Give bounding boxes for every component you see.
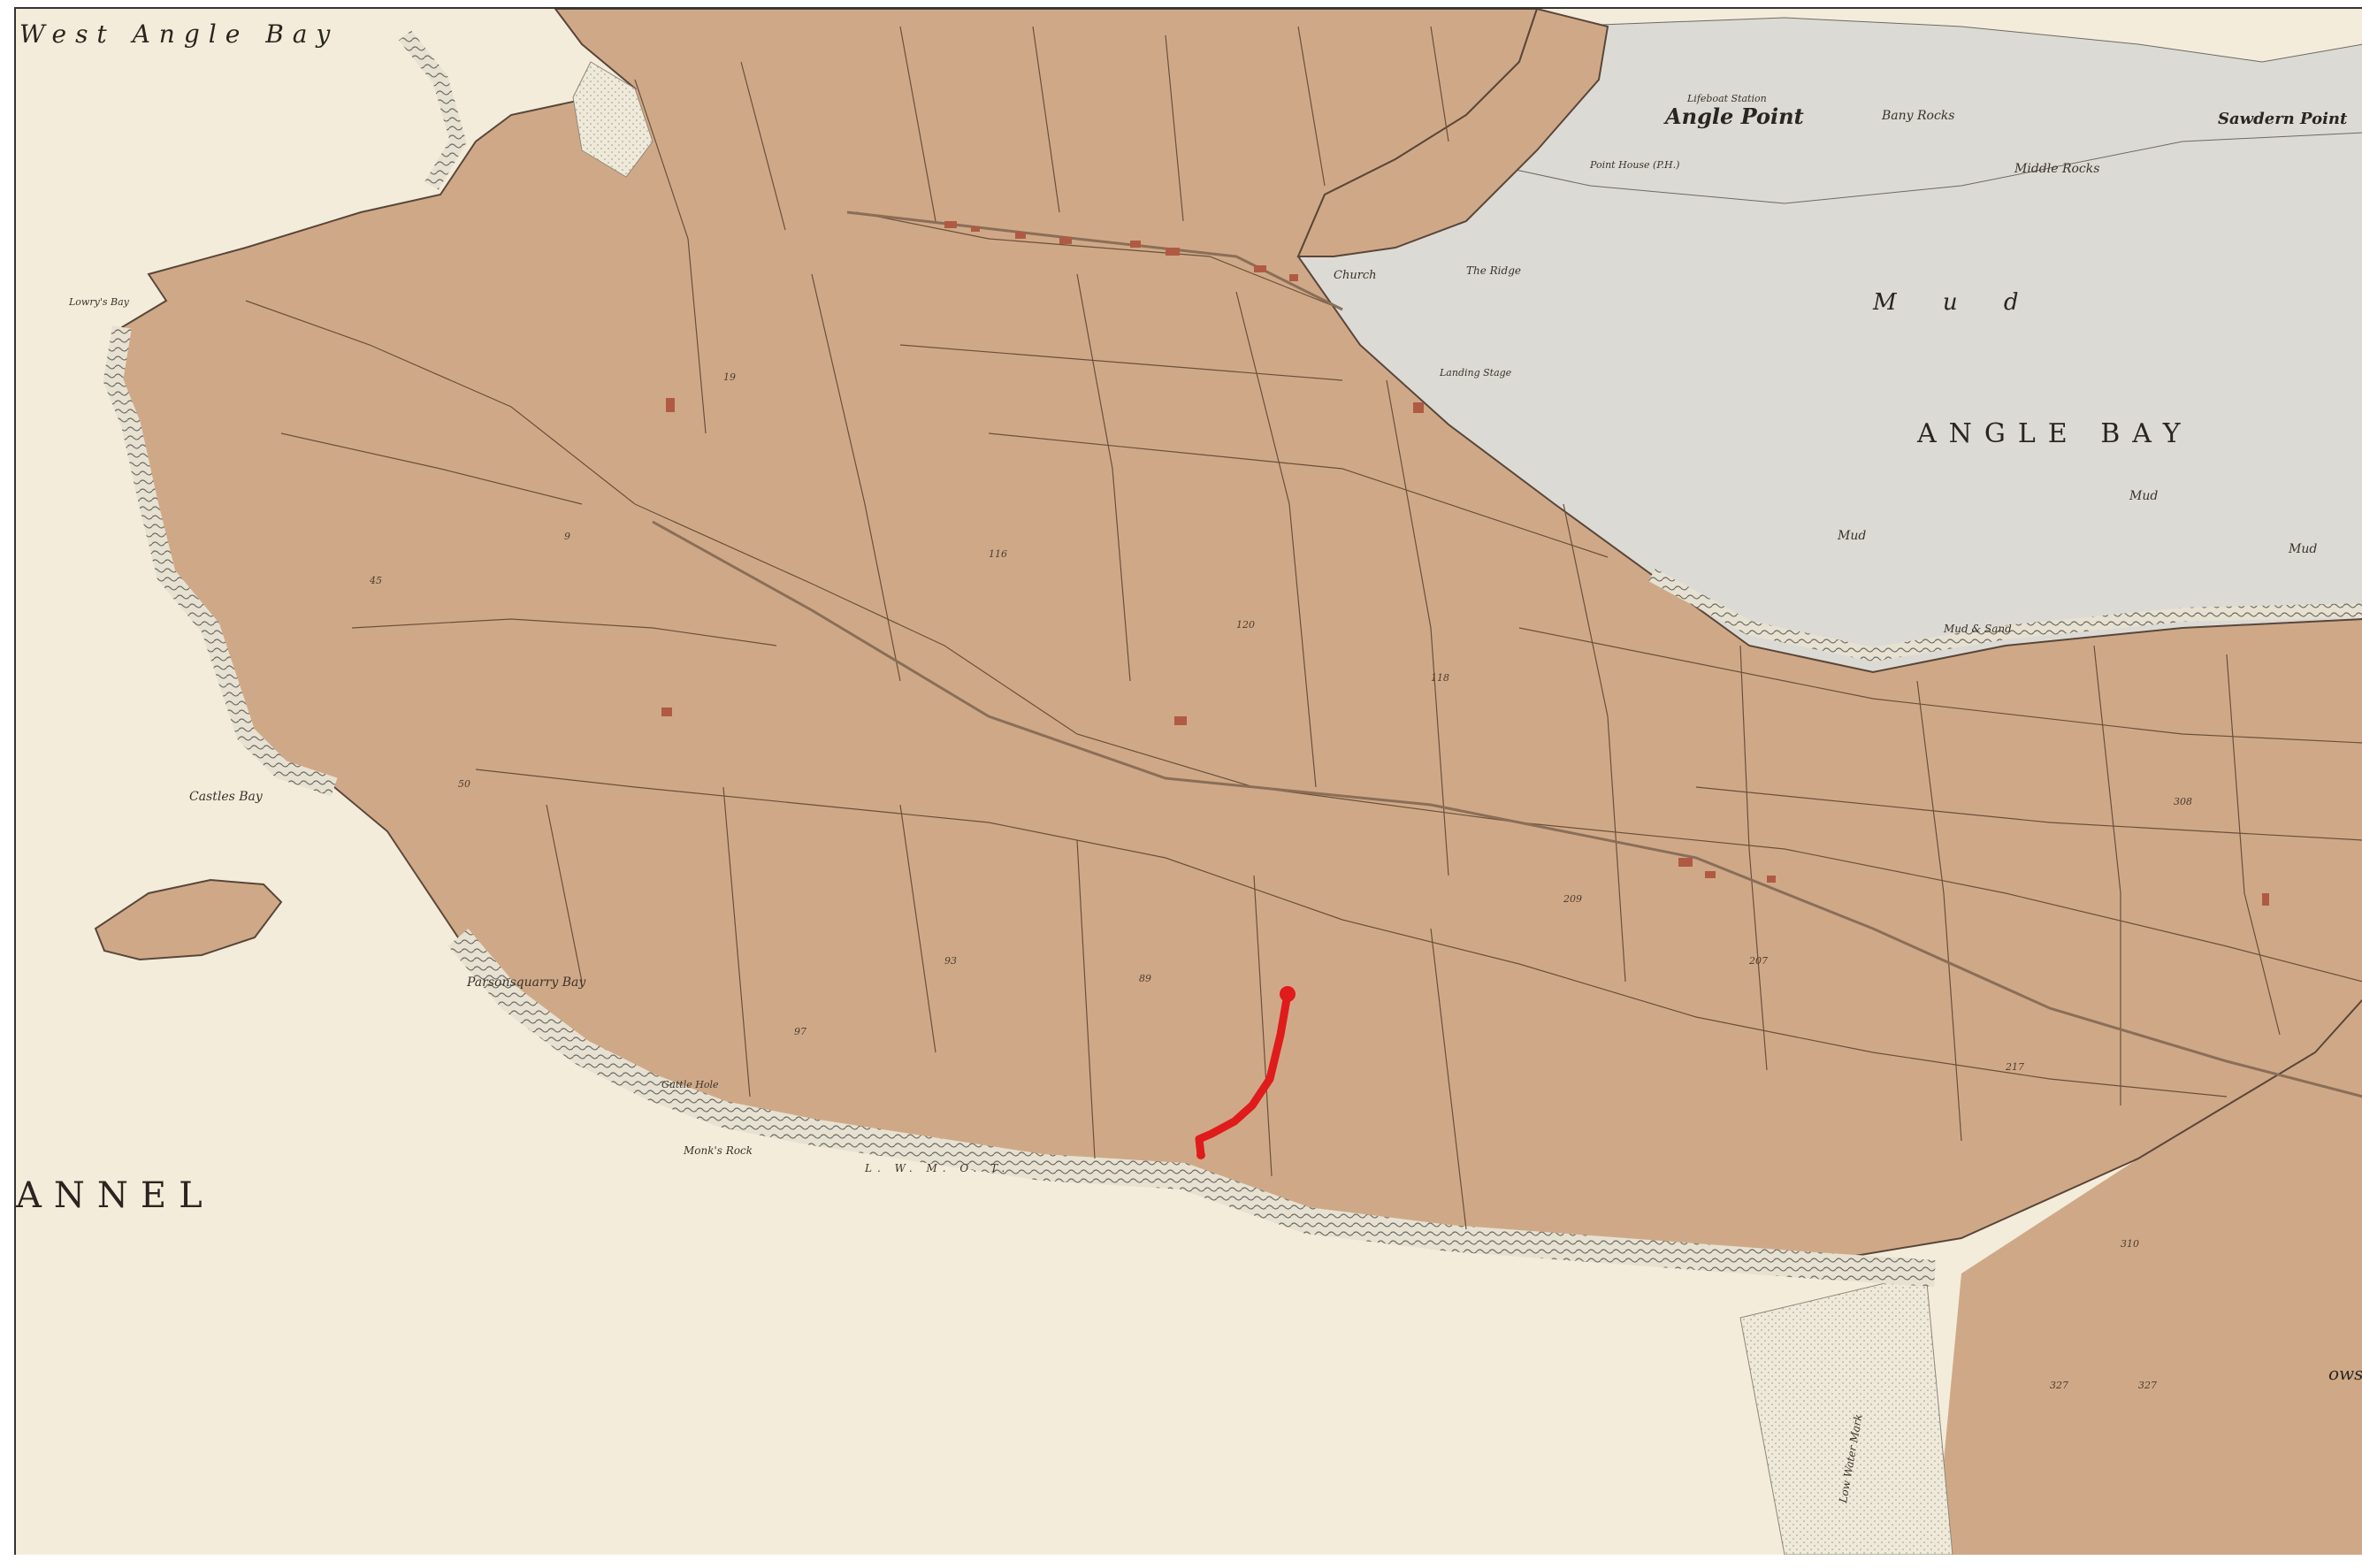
sand-bank — [1739, 1273, 1953, 1555]
label-angle-bay: ANGLE BAY — [1916, 418, 2193, 449]
thorn-island — [94, 878, 283, 961]
svg-text:327: 327 — [2138, 1380, 2157, 1391]
label-mud-1: Mud — [1837, 529, 1866, 543]
west-rocky-coast — [103, 325, 338, 797]
field-boundaries — [245, 26, 2362, 1230]
label-point-house: Point House (P.H.) — [1589, 159, 1679, 171]
label-mud-3: Mud — [2288, 542, 2317, 556]
north-rocky-coast — [398, 30, 467, 190]
label-church: Church — [1334, 269, 1377, 282]
svg-text:19: 19 — [723, 371, 736, 383]
label-lwmot: L. W. M. O. T. — [864, 1162, 1010, 1174]
label-angle-point: Angle Point — [1663, 103, 1804, 129]
svg-text:89: 89 — [1139, 973, 1151, 984]
label-mud-and-sand: Mud & Sand — [1943, 623, 2012, 635]
label-sawdern-point: Sawdern Point — [2218, 110, 2348, 128]
svg-text:97: 97 — [794, 1026, 806, 1037]
tithe-map[interactable]: 19 9 116 120 118 209 207 217 308 93 97 8… — [16, 9, 2362, 1555]
svg-text:209: 209 — [1563, 893, 1582, 905]
svg-text:45: 45 — [369, 575, 382, 586]
map-frame: 19 9 116 120 118 209 207 217 308 93 97 8… — [14, 7, 2362, 1555]
svg-text:118: 118 — [1431, 672, 1449, 684]
west-angle-bay-sand — [572, 61, 654, 178]
svg-text:217: 217 — [2005, 1061, 2024, 1073]
svg-text:308: 308 — [2174, 796, 2192, 807]
label-the-ridge: The Ridge — [1466, 264, 1521, 277]
village-street — [846, 210, 1343, 311]
label-lifeboat-station: Lifeboat Station — [1686, 93, 1767, 104]
angle-point-land — [1296, 9, 1609, 257]
label-mud-large: M u d — [1872, 289, 2038, 316]
label-west-angle-bay: West Angle Bay — [19, 19, 339, 49]
label-middle-rocks: Middle Rocks — [2014, 162, 2099, 176]
svg-text:50: 50 — [458, 778, 470, 790]
label-mud-2: Mud — [2129, 489, 2158, 503]
label-ows: ows — [2328, 1363, 2362, 1384]
main-road — [652, 520, 2362, 1098]
svg-text:93: 93 — [944, 955, 957, 967]
svg-text:116: 116 — [989, 548, 1007, 560]
label-guttle-hole: Guttle Hole — [661, 1079, 719, 1090]
svg-text:327: 327 — [2050, 1380, 2068, 1391]
parcel-numbers: 19 9 116 120 118 209 207 217 308 93 97 8… — [369, 371, 2192, 1391]
label-monks-rock: Monk's Rock — [683, 1144, 753, 1157]
south-rocky-coast — [447, 929, 1936, 1287]
svg-text:207: 207 — [1748, 955, 1768, 967]
label-landing-stage: Landing Stage — [1439, 367, 1512, 379]
label-castles-bay: Castles Bay — [189, 790, 264, 804]
village-buildings — [661, 221, 2269, 906]
label-parsonsquarry-bay: Parsonsquarry Bay — [466, 975, 586, 990]
label-bany-rocks: Bany Rocks — [1881, 109, 1955, 123]
svg-text:120: 120 — [1236, 619, 1255, 631]
route-start-marker[interactable] — [1280, 986, 1296, 1002]
southeast-land-strip — [1935, 1000, 2362, 1555]
label-channel: ANNEL — [16, 1175, 215, 1216]
angle-bay-mud-north — [1465, 17, 2362, 204]
route-end-marker[interactable] — [1196, 1151, 1205, 1159]
svg-text:310: 310 — [2121, 1238, 2139, 1250]
label-lowrys-bay: Lowry's Bay — [68, 296, 130, 308]
highlighted-route[interactable] — [1195, 990, 1292, 1159]
svg-text:9: 9 — [564, 531, 570, 542]
bay-rocky-edge — [1648, 568, 2362, 662]
